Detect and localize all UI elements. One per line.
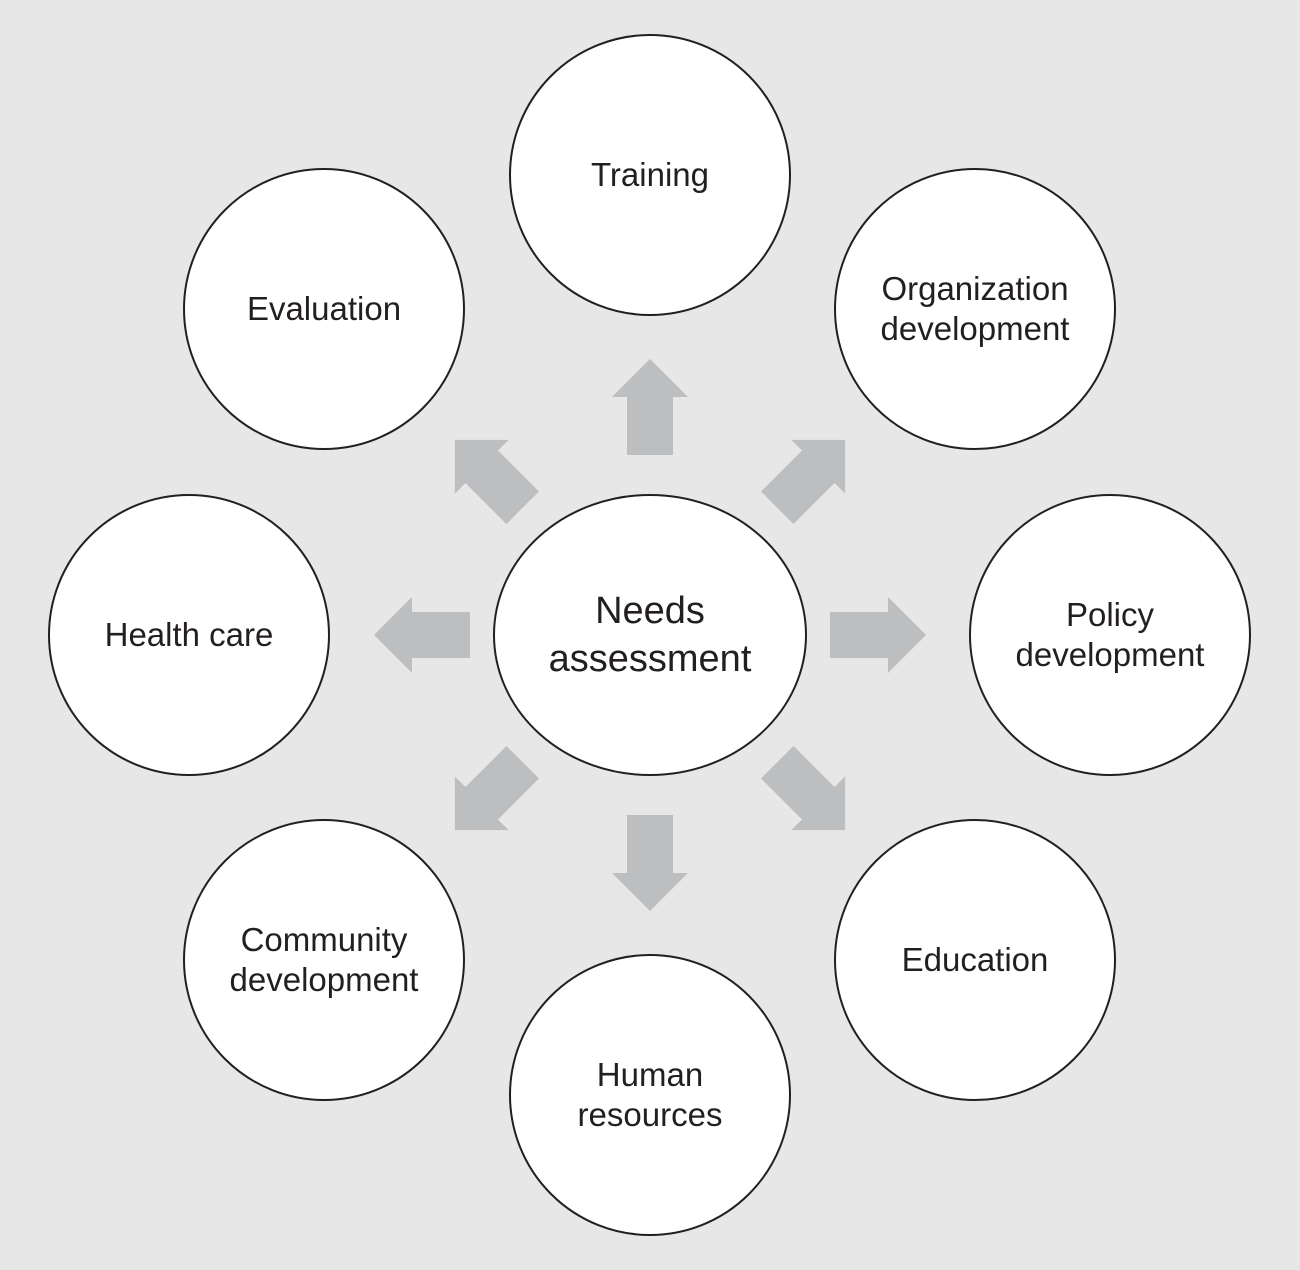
human-resources-label: Human resources (577, 1056, 723, 1133)
arrow-to-community-development (454, 746, 539, 831)
needs-assessment-ellipse (493, 494, 807, 776)
policy-development-circle (969, 494, 1251, 776)
human-resources-circle (509, 954, 791, 1236)
arrow-to-human-resources (612, 815, 688, 911)
education-circle (834, 819, 1116, 1101)
training-circle (509, 34, 791, 316)
arrow-to-policy-development (830, 597, 926, 673)
needs-assessment-label: Needs assessment (548, 590, 752, 680)
arrow-to-health-care (374, 597, 470, 673)
arrow-to-evaluation (454, 439, 539, 524)
arrows (374, 359, 926, 911)
node-circles (48, 34, 1251, 1236)
arrow-to-organization-development (761, 439, 846, 524)
training-label: Training (591, 156, 709, 193)
community-development-circle (183, 819, 465, 1101)
evaluation-label: Evaluation (246, 290, 402, 327)
community-development-label: Community development (229, 921, 419, 998)
organization-development-label: Organization development (880, 270, 1070, 347)
evaluation-circle (183, 168, 465, 450)
arrow-to-training (612, 359, 688, 455)
education-label: Education (901, 941, 1049, 978)
arrow-to-education (761, 746, 846, 831)
health-care-label: Health care (104, 616, 274, 653)
organization-development-circle (834, 168, 1116, 450)
health-care-circle (48, 494, 330, 776)
policy-development-label: Policy development (1015, 596, 1205, 673)
